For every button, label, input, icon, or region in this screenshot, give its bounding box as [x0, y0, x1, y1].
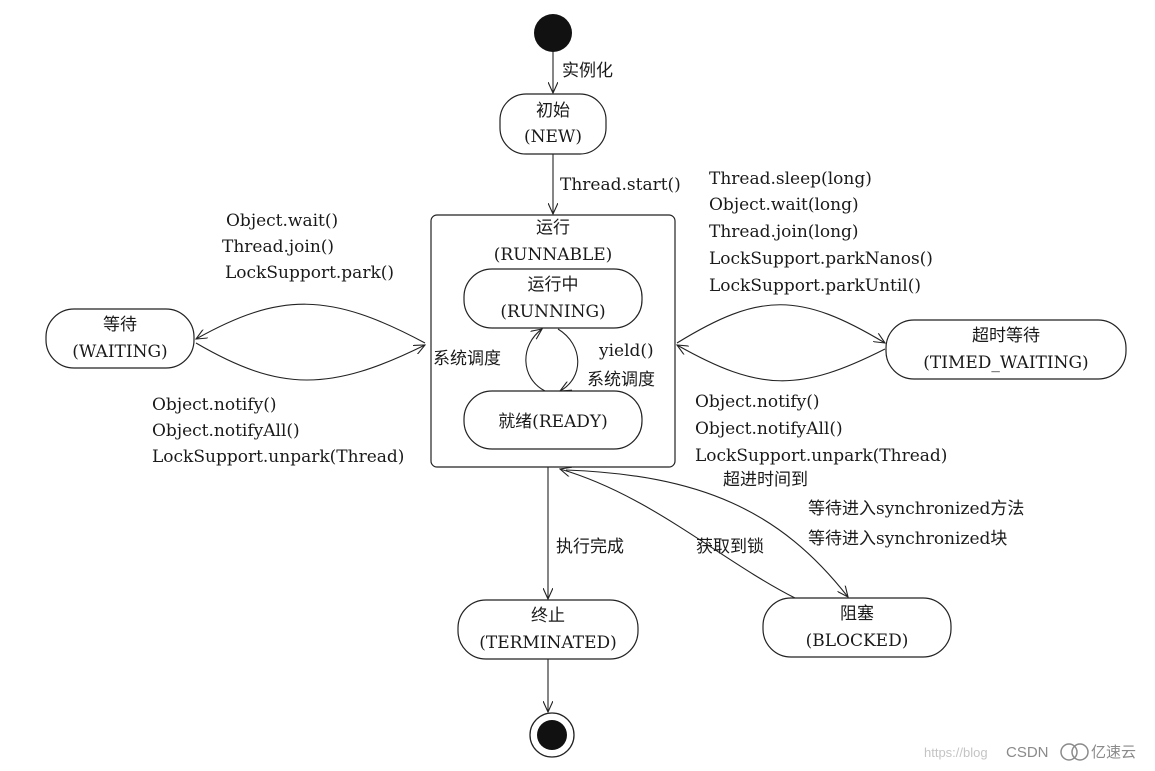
from-waiting-label-2: Object.notifyAll(): [152, 421, 300, 441]
state-ready-name: 就绪(READY): [498, 412, 608, 432]
initial-node: [534, 14, 572, 52]
to-waiting-arrow: [196, 303, 426, 344]
from-waiting-label-1: Object.notify(): [152, 395, 277, 415]
to-timed-label-3: Thread.join(long): [709, 222, 859, 242]
to-timed-label-1: Thread.sleep(long): [709, 169, 872, 189]
from-timed-label-3: LockSupport.unpark(Thread): [695, 446, 947, 466]
state-terminated-name: 终止: [531, 606, 565, 626]
from-timed-label-2: Object.notifyAll(): [695, 419, 843, 439]
state-waiting-name: 等待: [103, 315, 137, 335]
state-runnable-code: (RUNNABLE): [494, 245, 613, 265]
watermark-url: https://blog: [924, 745, 988, 760]
finish-label: 执行完成: [556, 537, 624, 557]
state-ready: [463, 390, 643, 450]
from-timed-label-4: 超进时间到: [723, 470, 808, 490]
state-timed-waiting-name: 超时等待: [972, 326, 1040, 346]
state-terminated-code: (TERMINATED): [479, 633, 617, 653]
state-timed-waiting-code: (TIMED_WAITING): [923, 353, 1088, 373]
state-waiting-code: (WAITING): [72, 342, 167, 362]
acquire-lock-label: 获取到锁: [696, 537, 764, 557]
state-running-code: (RUNNING): [500, 302, 605, 322]
schedule-left-label: 系统调度: [433, 349, 501, 369]
from-waiting-arrow: [195, 342, 425, 381]
to-timed-label-5: LockSupport.parkUntil(): [709, 276, 921, 296]
final-node: [537, 720, 567, 750]
state-timed-waiting: [885, 319, 1127, 380]
yield-label: yield(): [598, 341, 654, 361]
yield-arrow-down: [557, 328, 579, 391]
state-blocked-code: (BLOCKED): [806, 631, 909, 651]
from-waiting-label-3: LockSupport.unpark(Thread): [152, 447, 404, 467]
schedule-right-label: 系统调度: [587, 370, 655, 390]
state-blocked: [762, 597, 952, 658]
to-timed-label-4: LockSupport.parkNanos(): [709, 249, 933, 269]
to-blocked-label-2: 等待进入synchronized块: [808, 529, 1007, 549]
from-timed-label-1: Object.notify(): [695, 392, 820, 412]
state-waiting: [45, 308, 195, 369]
schedule-arrow-up: [525, 329, 546, 392]
to-waiting-label-1: Object.wait(): [226, 211, 338, 231]
to-blocked-arrow: [565, 469, 848, 597]
start-label: Thread.start(): [560, 175, 681, 195]
acquire-lock-arrow: [560, 469, 796, 599]
to-timed-waiting-arrow: [676, 304, 885, 343]
state-blocked-name: 阻塞: [840, 604, 874, 624]
instantiate-label: 实例化: [562, 61, 613, 81]
state-new-code: (NEW): [524, 127, 582, 147]
state-running: [463, 268, 643, 329]
to-timed-label-2: Object.wait(long): [709, 195, 859, 215]
from-timed-waiting-arrow: [677, 345, 886, 382]
watermark-csdn: CSDN: [1006, 744, 1049, 761]
to-waiting-label-2: Thread.join(): [222, 237, 334, 257]
state-running-name: 运行中: [528, 275, 579, 295]
to-blocked-label-1: 等待进入synchronized方法: [808, 499, 1024, 519]
watermark-brand: 亿速云: [1091, 744, 1136, 761]
state-new-name: 初始: [536, 101, 570, 121]
to-waiting-label-3: LockSupport.park(): [225, 263, 394, 283]
state-runnable-name: 运行: [536, 218, 570, 238]
brand-logo-icon: [1060, 743, 1089, 761]
